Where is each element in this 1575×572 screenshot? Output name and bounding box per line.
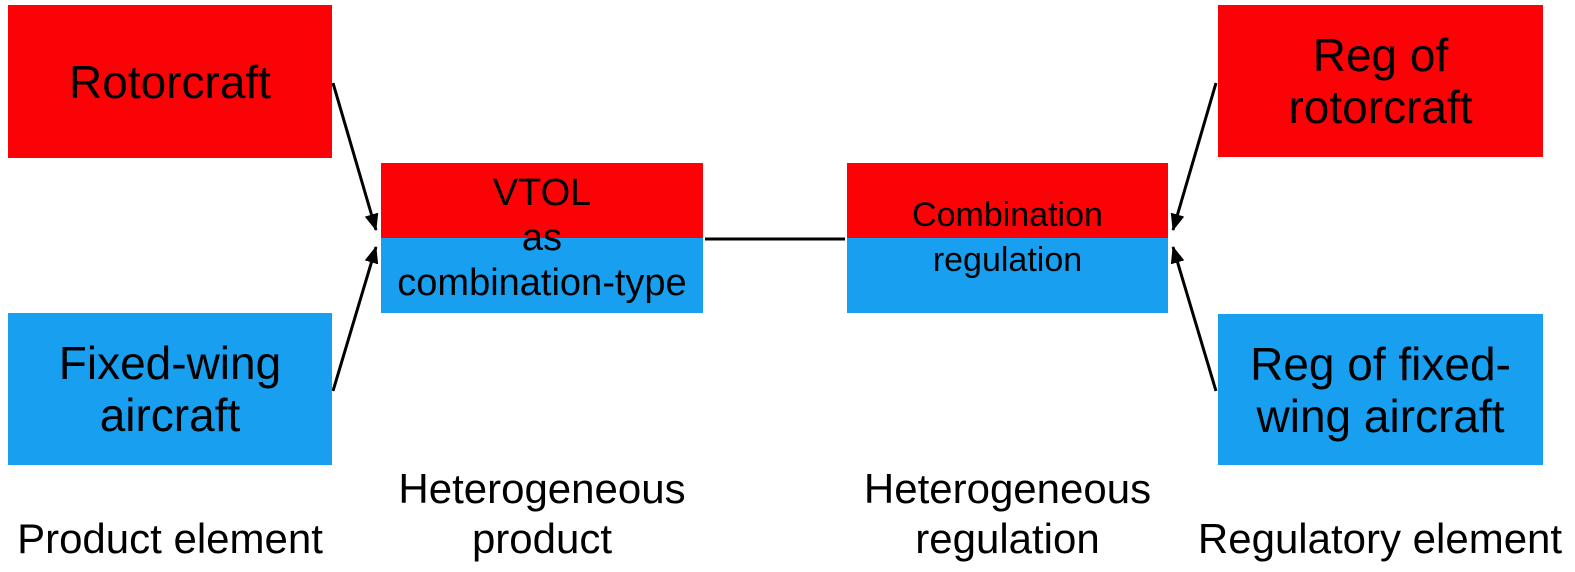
regulatory-element-caption: Regulatory element xyxy=(1197,515,1563,562)
combination-regulation-label: Combination regulation xyxy=(912,196,1103,279)
vtol-combination-type-box: VTOL as combination-type xyxy=(381,163,703,313)
product-element-caption: Product element xyxy=(17,515,323,562)
reg-of-fixed-wing-aircraft-box: Reg of fixed- wing aircraft xyxy=(1218,314,1543,465)
reg-of-fixed-wing-aircraft-label: Reg of fixed- wing aircraft xyxy=(1250,337,1511,442)
fixed-wing-aircraft-box: Fixed-wing aircraft xyxy=(8,313,332,465)
heterogeneous-product-caption: Heterogeneous product xyxy=(398,465,686,562)
arrow-reg-rotorcraft-to-combination xyxy=(1170,82,1218,231)
vtol-combination-type-label: VTOL as combination-type xyxy=(397,171,687,304)
rotorcraft-label: Rotorcraft xyxy=(69,55,271,108)
arrow-rotorcraft-to-vtol xyxy=(331,82,379,231)
reg-of-rotorcraft-label: Reg of rotorcraft xyxy=(1288,29,1473,133)
rotorcraft-box: Rotorcraft xyxy=(8,5,332,158)
arrow-reg-fixed-wing-to-combination xyxy=(1170,246,1218,392)
reg-of-rotorcraft-box: Reg of rotorcraft xyxy=(1218,5,1543,157)
combination-regulation-box: Combination regulation xyxy=(847,163,1168,313)
heterogeneous-regulation-caption: Heterogeneous regulation xyxy=(863,465,1152,562)
arrow-fixed-wing-to-vtol xyxy=(331,246,379,392)
fixed-wing-aircraft-label: Fixed-wing aircraft xyxy=(58,337,282,441)
